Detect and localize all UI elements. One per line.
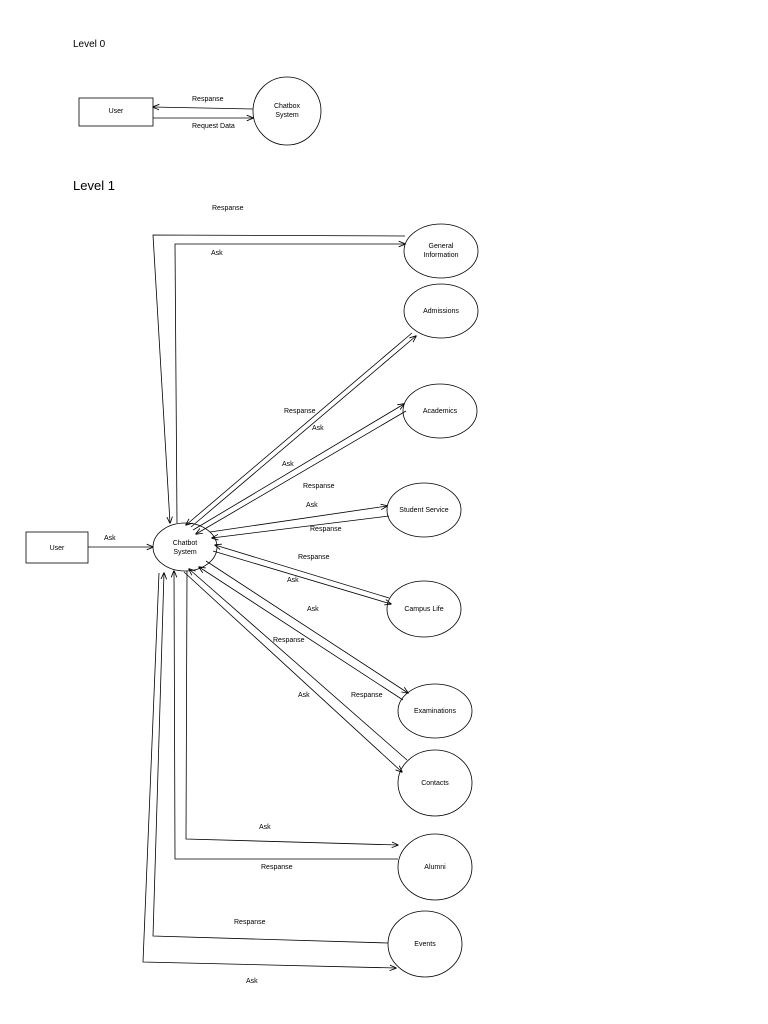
admissions-label: Admissions — [423, 308, 459, 315]
alumni-response-arrow — [174, 571, 398, 860]
student-service-ask-arrow — [209, 506, 387, 533]
general-information-label-line2: Information — [423, 252, 458, 259]
examinations-response-label: Respanse — [351, 692, 383, 699]
contacts-ask-label: Ask — [298, 692, 310, 699]
level1-system-label-line2: System — [173, 549, 197, 556]
level1-system-label-line1: Chatbot — [173, 540, 198, 547]
campus-life-ask-label: Ask — [287, 577, 299, 584]
examinations-response-arrow — [199, 567, 404, 701]
student-service-response-arrow — [212, 515, 390, 538]
alumni-process: Alumni — [397, 833, 473, 901]
general-information-ask-label: Ask — [211, 250, 223, 257]
contacts-response-arrow — [189, 569, 408, 761]
alumni-response-label: Respanse — [261, 864, 293, 871]
level1-user-ask-label: Ask — [104, 535, 116, 542]
level1-user-label: User — [50, 545, 65, 552]
academics-response-arrow — [196, 410, 407, 534]
contacts-process: Contacts — [397, 749, 473, 817]
alumni-ask-label: Ask — [259, 824, 271, 831]
level0-user-label: User — [109, 108, 124, 115]
campus-life-process: Campus Life — [386, 580, 462, 638]
academics-response-label: Respanse — [303, 483, 335, 490]
alumni-label: Alumni — [424, 864, 446, 871]
examinations-ask-arrow — [205, 560, 408, 693]
general-information-ask-arrow — [174, 244, 405, 524]
admissions-ask-arrow — [190, 336, 416, 528]
contacts-label: Contacts — [421, 780, 449, 787]
level1-chatbot-system-process: Chatbot System — [152, 522, 218, 572]
academics-label: Academics — [423, 408, 458, 415]
level0-chatbox-system-process: Chatbox System — [252, 76, 322, 146]
admissions-response-label: Respanse — [284, 408, 316, 415]
level1-user-entity: User — [25, 531, 89, 564]
campus-life-response-arrow — [215, 545, 390, 599]
student-service-ask-label: Ask — [306, 502, 318, 509]
examinations-ask-label: Ask — [307, 606, 319, 613]
events-response-arrow — [152, 573, 389, 944]
academics-ask-label: Ask — [282, 461, 294, 468]
level0-system-label-line2: System — [275, 112, 299, 119]
admissions-process: Admissions — [403, 283, 479, 339]
level1-heading: Level 1 — [73, 178, 115, 193]
examinations-label: Examinations — [414, 708, 457, 715]
examinations-process: Examinations — [397, 683, 473, 739]
level0-heading: Level 0 — [73, 39, 106, 50]
academics-process: Academics — [402, 383, 478, 439]
events-ask-arrow — [142, 572, 396, 968]
level0-response-label: Respanse — [192, 96, 224, 103]
level0-user-entity: User — [78, 97, 154, 127]
alumni-ask-arrow — [185, 570, 398, 845]
admissions-ask-label: Ask — [312, 425, 324, 432]
events-label: Events — [414, 941, 436, 948]
level0-request-label: Request Data — [192, 123, 235, 130]
campus-life-ask-arrow — [212, 550, 391, 604]
contacts-ask-arrow — [183, 571, 402, 772]
level0-system-label-line1: Chatbox — [274, 103, 301, 110]
level0-response-arrow — [153, 107, 254, 109]
admissions-response-arrow — [186, 332, 413, 525]
general-information-label-line1: General — [429, 243, 454, 250]
contacts-response-label: Respanse — [273, 637, 305, 644]
academics-ask-arrow — [192, 404, 404, 531]
events-ask-label: Ask — [246, 978, 258, 985]
general-information-response-arrow — [152, 234, 406, 523]
general-information-response-label: Respanse — [212, 205, 244, 212]
campus-life-label: Campus Life — [404, 606, 443, 613]
campus-life-response-label: Respanse — [298, 554, 330, 561]
student-service-response-label: Respanse — [310, 526, 342, 533]
general-information-process: General Information — [403, 223, 479, 279]
student-service-process: Student Service — [386, 482, 462, 538]
events-process: Events — [387, 910, 463, 978]
events-response-label: Respanse — [234, 919, 266, 926]
student-service-label: Student Service — [399, 507, 449, 514]
